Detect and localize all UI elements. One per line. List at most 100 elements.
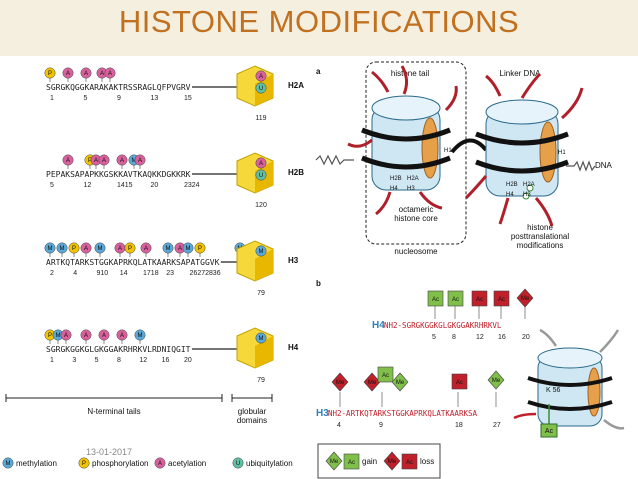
legend-label-acetylation: acetylation [168, 459, 206, 468]
h4-label-1: H4 [390, 186, 398, 192]
mark-h2b-3 [98, 154, 110, 166]
h4-residue-number: 12 [476, 334, 484, 341]
mark-h2b-2-letter: A [94, 158, 98, 164]
legend-label-methylation: methylation [16, 459, 57, 468]
tail-mark-h3-0-letter: M [259, 249, 264, 255]
residue-number: 5 [95, 357, 99, 364]
h4-mark-2 [471, 290, 488, 307]
legend-loss-ac [401, 453, 418, 470]
tail-mark-h2b-0-letter: A [259, 161, 263, 167]
sequence-h4: SGRGKGGKGLGKGGAKRHRKVLRDNIQGIT [46, 345, 191, 354]
linker-dna-label: Linker DNA [500, 69, 542, 78]
legend-methylation-letter: M [6, 461, 11, 467]
residue-number: 4 [73, 270, 77, 277]
h4-mark-3 [493, 290, 510, 307]
sequence-h3: ARTKQTARKSTGGKAPRKQLATKAARKSAPATGGVK [46, 258, 220, 267]
mark-h2a-1 [62, 67, 74, 79]
mark-h3-2-letter: P [72, 246, 76, 252]
nucleosome-2 [464, 72, 584, 227]
h1-label-2: H1 [558, 150, 566, 156]
h3-mark-k4 [331, 372, 349, 392]
linker-dna-strand [450, 138, 488, 154]
dna-label: DNA [595, 161, 613, 170]
mark-h2b-6-letter: A [138, 158, 142, 164]
legend-loss-me-text: Me [388, 459, 397, 465]
tail-residue-number: 79 [257, 290, 265, 297]
tail-residue-number: 120 [255, 202, 267, 209]
residue-number: 262728 [190, 270, 213, 277]
h3-mark-k9-ac-text: Ac [382, 373, 389, 379]
histone-tail-label: histone tail [391, 69, 429, 78]
sequence-h2a: SGRGKQGGKARAKAKTRSSRAGLQFPVGRV [46, 83, 191, 92]
h3-mark-k27 [487, 370, 505, 390]
h3-mark-k9-ac [377, 366, 394, 383]
h3-mark-k4-text: Me [336, 380, 345, 386]
h4-residue-number: 20 [522, 334, 530, 341]
mark-h4-0-letter: P [48, 333, 52, 339]
panel-a-label: a [316, 67, 321, 76]
h3-residue-number: 9 [379, 422, 383, 429]
legend-ubiquitylation [232, 457, 244, 469]
h4-mark-4-text: Me [521, 296, 530, 302]
mark-h3-3 [80, 242, 92, 254]
mark-h4-1-letter: M [56, 333, 61, 339]
slide-date: 13-01-2017 [86, 447, 133, 457]
h2a-label-2: H2A [523, 182, 535, 188]
mark-h3-3-letter: A [84, 246, 88, 252]
mark-h2b-6 [134, 154, 146, 166]
residue-number: 2 [50, 270, 54, 277]
mark-h3-9-letter: A [178, 246, 182, 252]
mark-h3-7-letter: A [144, 246, 148, 252]
mark-h4-3 [80, 329, 92, 341]
mark-h3-8-letter: M [166, 246, 171, 252]
mark-h3-6-letter: P [128, 246, 132, 252]
residue-number: 13 [151, 95, 159, 102]
mark-h2b-4-letter: A [120, 158, 124, 164]
tail-mark-h2a-0-letter: A [259, 74, 263, 80]
residue-number: 12 [84, 182, 92, 189]
residue-number: 910 [97, 270, 109, 277]
legend-acetylation-letter: A [158, 461, 162, 467]
tail-mark-h2b-0 [255, 157, 267, 169]
mark-h4-2-letter: A [64, 333, 68, 339]
tail-mark-h4-0-letter: M [259, 336, 264, 342]
globular-domain-side [255, 249, 273, 281]
residue-number: 15 [184, 95, 192, 102]
mark-h3-0 [44, 242, 56, 254]
legend-gain-ac-text: Ac [348, 460, 355, 466]
k56-label: K 56 [546, 387, 561, 394]
mark-h4-4-letter: A [102, 333, 106, 339]
residue-number: 2324 [184, 182, 200, 189]
k56-ac-text: Ac [545, 428, 554, 435]
h3-mark-k27-text: Me [492, 378, 501, 384]
legend-gain-me-text: Me [330, 459, 339, 465]
h3-mark-k18 [451, 373, 468, 390]
tail-residue-number: 119 [255, 115, 266, 122]
mark-h3-11-letter: P [198, 246, 202, 252]
h2b-label-1: H2B [390, 176, 402, 182]
h4-seq: NH2-SGRGKGGKGLGKGGAKRHRKVL [384, 321, 502, 330]
n-terminal-bracket [5, 394, 223, 402]
residue-number: 1 [50, 95, 54, 102]
nucleosome-box [365, 61, 467, 245]
mark-h4-2 [60, 329, 72, 341]
tail-mark-h3-0 [255, 245, 267, 257]
legend-label-ubiquitylation: ubiquitylation [246, 459, 293, 468]
h4-seq-label: H4 [372, 320, 385, 331]
mark-h2b-0-letter: A [66, 158, 70, 164]
tail-mark-h2b-1 [255, 169, 267, 181]
residue-number: 12 [139, 357, 147, 364]
legend-loss-me [383, 451, 401, 471]
panel-b-label: b [316, 279, 321, 288]
residue-number: 14 [120, 270, 128, 277]
